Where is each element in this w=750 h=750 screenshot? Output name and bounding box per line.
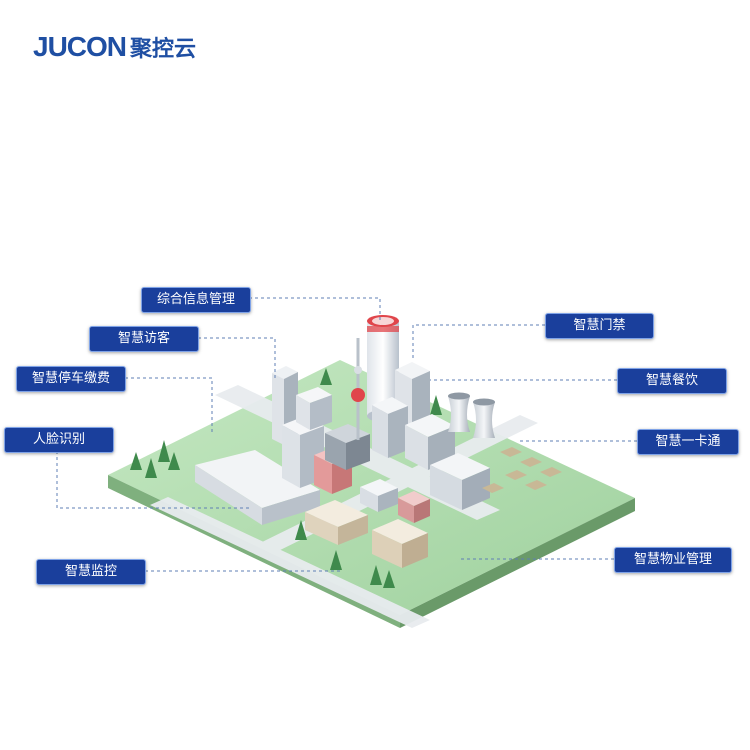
trees [130, 368, 467, 588]
label-smart-monitoring[interactable]: 智慧监控 [36, 559, 146, 585]
label-smart-visitor[interactable]: 智慧访客 [89, 326, 199, 352]
label-smart-property-management[interactable]: 智慧物业管理 [614, 547, 732, 573]
logo-latin-text: JUCON [33, 31, 127, 62]
building-central [325, 424, 370, 470]
building-right-residential [360, 453, 490, 523]
leader-lines [56, 297, 637, 572]
label-smart-one-card[interactable]: 智慧一卡通 [637, 429, 739, 455]
building-front-cluster [305, 500, 428, 568]
label-integrated-info-management[interactable]: 综合信息管理 [141, 287, 251, 313]
building-tv-tower [351, 338, 365, 440]
label-smart-parking-payment[interactable]: 智慧停车缴费 [16, 366, 126, 392]
building-left-wing [195, 450, 320, 525]
label-smart-dining[interactable]: 智慧餐饮 [617, 368, 727, 394]
jucon-logo: JUCON 聚控云 [33, 30, 196, 64]
building-mid-cluster [282, 387, 332, 488]
label-smart-access-control[interactable]: 智慧门禁 [545, 313, 654, 339]
cooling-towers [448, 392, 495, 438]
building-right-tower [372, 362, 455, 470]
label-face-recognition[interactable]: 人脸识别 [4, 427, 114, 453]
logo-chinese-text: 聚控云 [130, 37, 197, 62]
houses-right [482, 447, 562, 493]
